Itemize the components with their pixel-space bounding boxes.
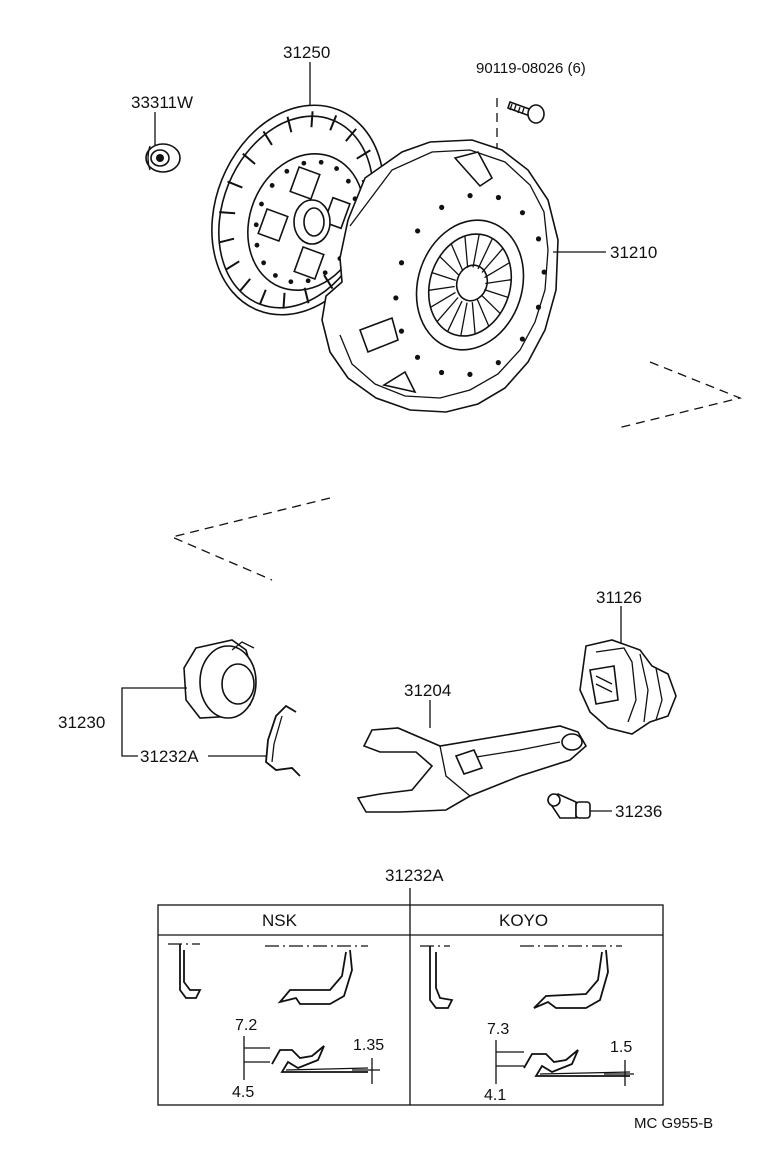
koyo-dim-top: 7.3 — [487, 1021, 509, 1038]
release-fork[interactable] — [356, 725, 588, 813]
detail-title: 31232A — [385, 866, 444, 885]
nsk-clip-drawing — [168, 943, 380, 1084]
koyo-dim-right: 1.5 — [610, 1039, 632, 1056]
label-clutch-cover: 31210 — [610, 243, 657, 262]
label-fork-support: 31236 — [615, 802, 662, 821]
col-header-nsk: NSK — [262, 911, 298, 930]
label-clip: 31232A — [140, 747, 199, 766]
pilot-bearing[interactable] — [145, 143, 181, 173]
label-clutch-disc: 31250 — [283, 43, 330, 62]
clip[interactable] — [265, 704, 301, 777]
koyo-dim-bottom: 4.1 — [484, 1087, 506, 1104]
label-pilot-bearing: 33311W — [131, 93, 193, 112]
bolt[interactable] — [506, 100, 545, 124]
koyo-clip-drawing — [420, 945, 634, 1086]
release-bearing[interactable] — [183, 639, 257, 719]
detail-table — [157, 904, 664, 1106]
nsk-dim-right: 1.35 — [353, 1037, 384, 1054]
release-fork-boot[interactable] — [579, 639, 677, 735]
col-header-koyo: KOYO — [499, 911, 548, 930]
label-release-fork-boot: 31126 — [596, 588, 642, 607]
label-release-fork: 31204 — [404, 681, 451, 700]
clutch-cover[interactable] — [321, 139, 559, 413]
nsk-dim-top: 7.2 — [235, 1017, 257, 1034]
nsk-dim-bottom: 4.5 — [232, 1084, 254, 1101]
label-release-bearing: 31230 — [58, 713, 105, 732]
label-bolt: 90119-08026 (6) — [476, 60, 586, 77]
fork-support[interactable] — [546, 793, 591, 819]
diagram-code: MC G955-B — [634, 1115, 713, 1132]
